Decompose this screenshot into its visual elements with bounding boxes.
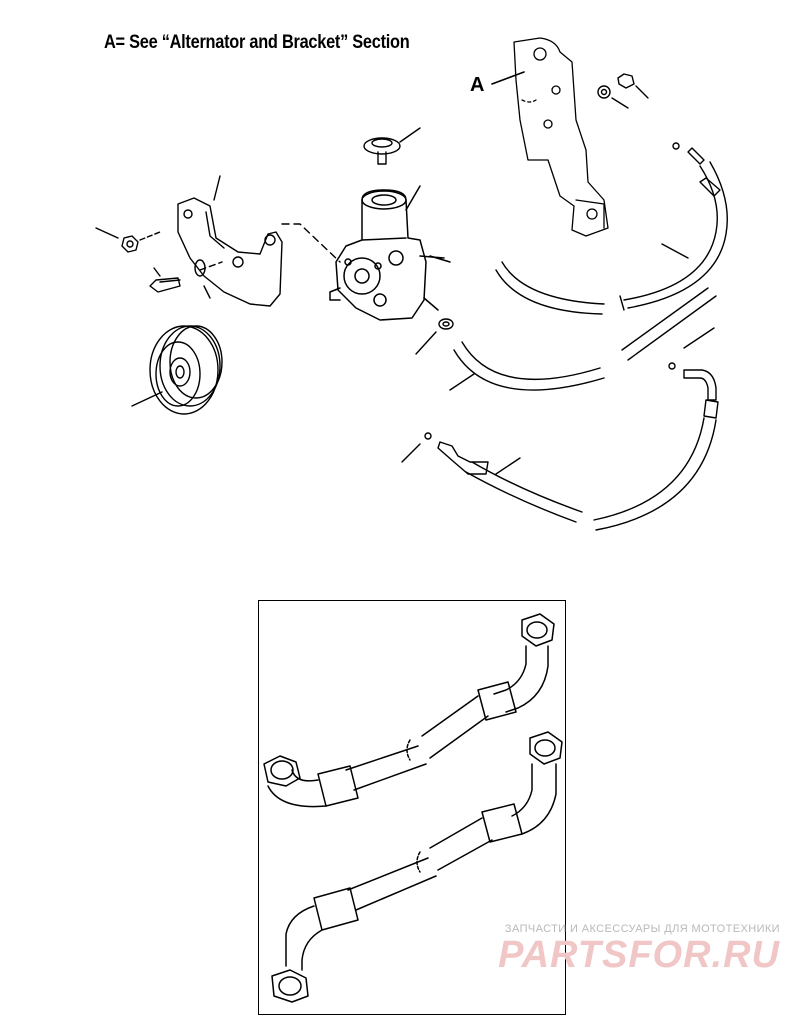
pump-bracket-bolt [149,267,181,293]
return-hose-upper [495,142,728,315]
inset-lower-hose [271,731,563,1003]
alignment-dashed-line [281,223,341,263]
pressure-hose [401,327,719,531]
outlet-fitting [415,318,454,355]
pump-bracket-washer [194,259,211,299]
page-title: A= See “Alternator and Bracket” Section [104,32,410,53]
watermark-subtitle: ЗАПЧАСТИ И АКСЕССУАРЫ ДЛЯ МОТОТЕХНИКИ [504,923,780,935]
pump-mounting-bracket [177,175,283,307]
inset-upper-hose [263,613,555,808]
leader-line-a [491,71,525,85]
callout-label-a: A [470,74,485,96]
bracket-nut-washer [597,73,649,109]
watermark: ЗАПЧАСТИ И АКСЕССУАРЫ ДЛЯ МОТОТЕХНИКИ PA… [498,923,780,975]
middle-hose [449,287,717,391]
watermark-brand: PARTSFOR.RU [498,934,780,976]
reservoir-cap [363,127,421,165]
alternator-bracket [513,37,609,237]
pump-pulley [131,325,223,415]
alignment-dashed-line-2 [199,261,223,271]
pump-bracket-nut [95,227,161,253]
power-steering-pump [329,185,451,321]
hose-detail-inset [258,600,566,1015]
